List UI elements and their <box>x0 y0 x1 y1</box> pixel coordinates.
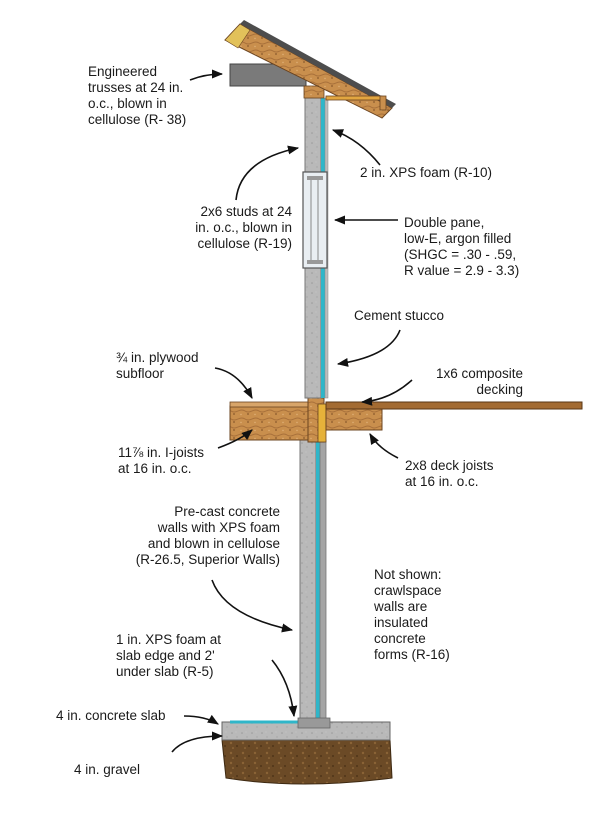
label-decking: 1x6 composite decking <box>435 366 523 397</box>
arrow-trusses <box>189 69 224 81</box>
label-trusses: Engineered trusses at 24 in. o.c., blown… <box>88 64 187 127</box>
arrow-ijoists <box>217 429 253 449</box>
precast-wall-inner <box>299 439 317 723</box>
label-stucco: Cement stucco <box>354 308 445 323</box>
precast-wall-xps <box>316 440 320 722</box>
arrow-xps <box>331 129 381 166</box>
arrow-slab-edge <box>271 659 298 718</box>
arrow-stucco <box>336 329 401 367</box>
soffit <box>325 95 383 101</box>
arrow-precast <box>211 579 294 633</box>
label-ijoists: 11⅞ in. I-joists at 16 in. o.c. <box>118 445 205 476</box>
arrow-studs <box>235 145 300 201</box>
window-frame <box>302 171 328 269</box>
fascia <box>379 95 387 111</box>
roof-sheathing <box>240 20 396 108</box>
label-slab: 4 in. concrete slab <box>56 708 166 723</box>
i-joist <box>229 405 311 441</box>
label-subfloor: ¾ in. plywood subfloor <box>116 350 199 381</box>
precast-wall-outer <box>319 439 327 723</box>
label-precast: Pre-cast concrete walls with XPS foam an… <box>135 504 280 567</box>
arrow-subfloor <box>214 367 253 399</box>
gravel-fill <box>221 739 393 785</box>
ledger <box>317 403 327 443</box>
arrow-decking <box>360 379 413 406</box>
deck-joist <box>325 407 383 431</box>
label-not-shown: Not shown: crawlspace walls are insulate… <box>374 567 450 662</box>
top-plate <box>303 85 325 99</box>
label-slab-edge: 1 in. XPS foam at slab edge and 2' under… <box>116 632 222 679</box>
label-studs: 2x6 studs at 24 in. o.c., blown in cellu… <box>195 204 292 251</box>
footing <box>297 717 331 729</box>
composite-decking <box>325 401 583 410</box>
label-window: Double pane, low-E, argon filled (SHGC =… <box>404 215 520 278</box>
label-xps-wall: 2 in. XPS foam (R-10) <box>360 165 493 180</box>
subfloor <box>229 401 311 408</box>
label-deck-joists: 2x8 deck joists at 16 in. o.c. <box>405 458 494 489</box>
arrow-gravel <box>171 731 224 753</box>
arrow-deck-joists <box>369 433 399 459</box>
arrow-slab <box>183 714 219 725</box>
roof-upper <box>224 23 251 49</box>
label-gravel: 4 in. gravel <box>74 762 141 777</box>
